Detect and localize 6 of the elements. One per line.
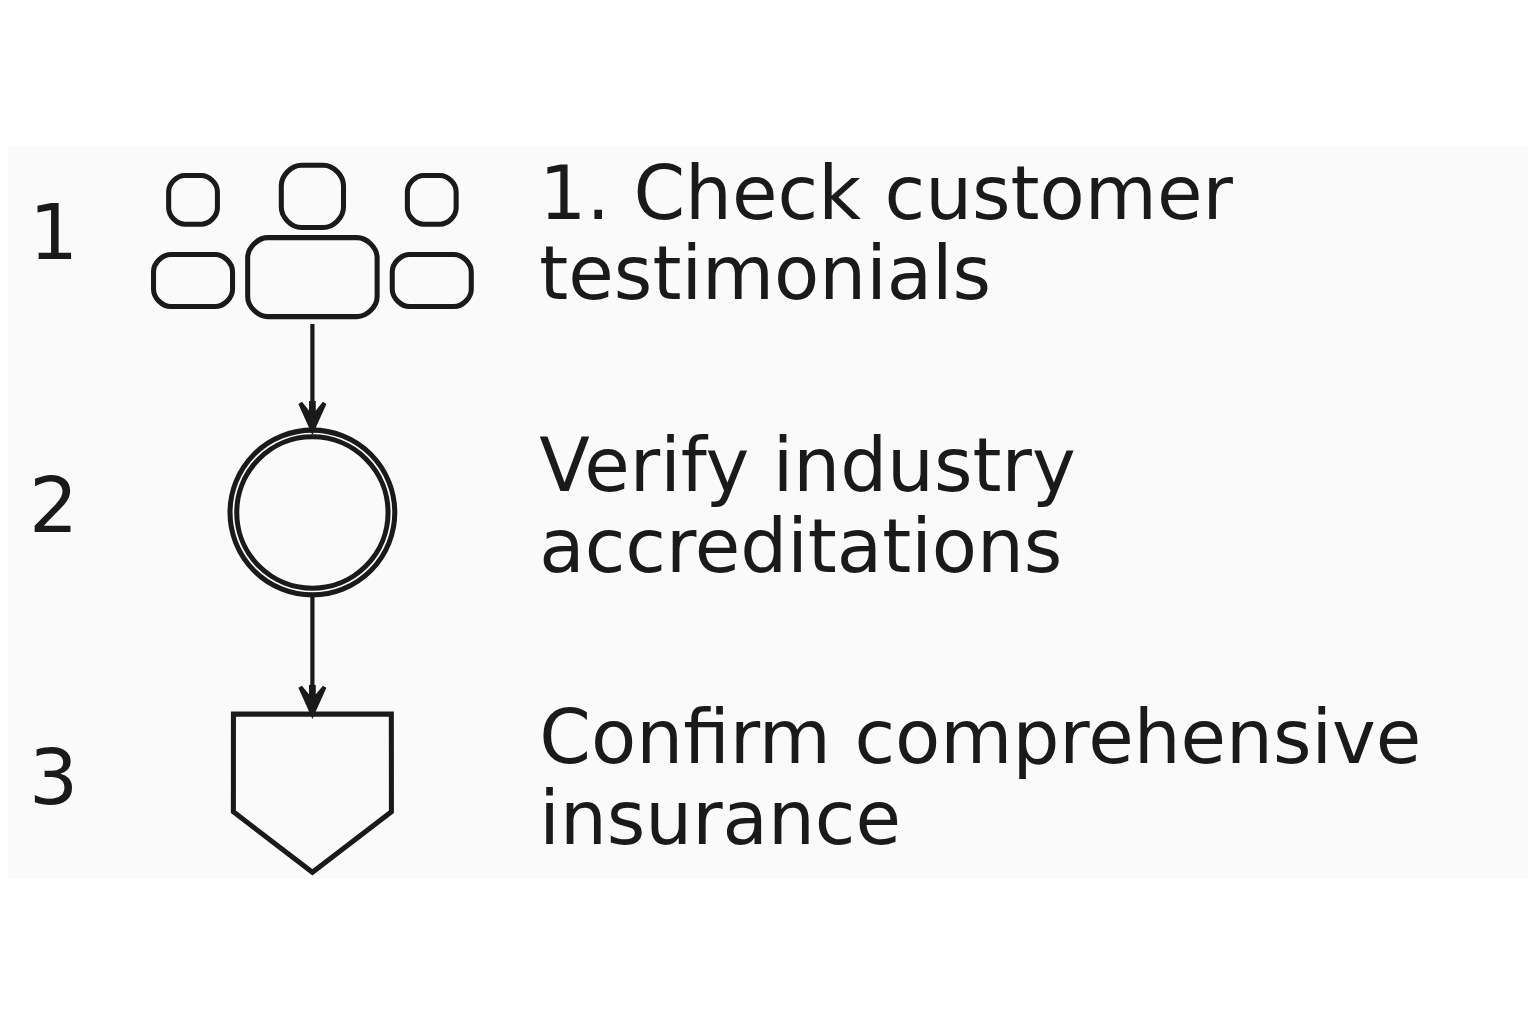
node-label: 1 [28, 186, 79, 277]
node-label: Verify industry accreditations [539, 421, 1076, 589]
node-label: 2 [28, 459, 79, 549]
node-label: 3 [28, 731, 79, 822]
node-label: Confirm comprehensive insurance [539, 693, 1422, 861]
node-label: 1. Check customer testimonials [539, 149, 1233, 316]
